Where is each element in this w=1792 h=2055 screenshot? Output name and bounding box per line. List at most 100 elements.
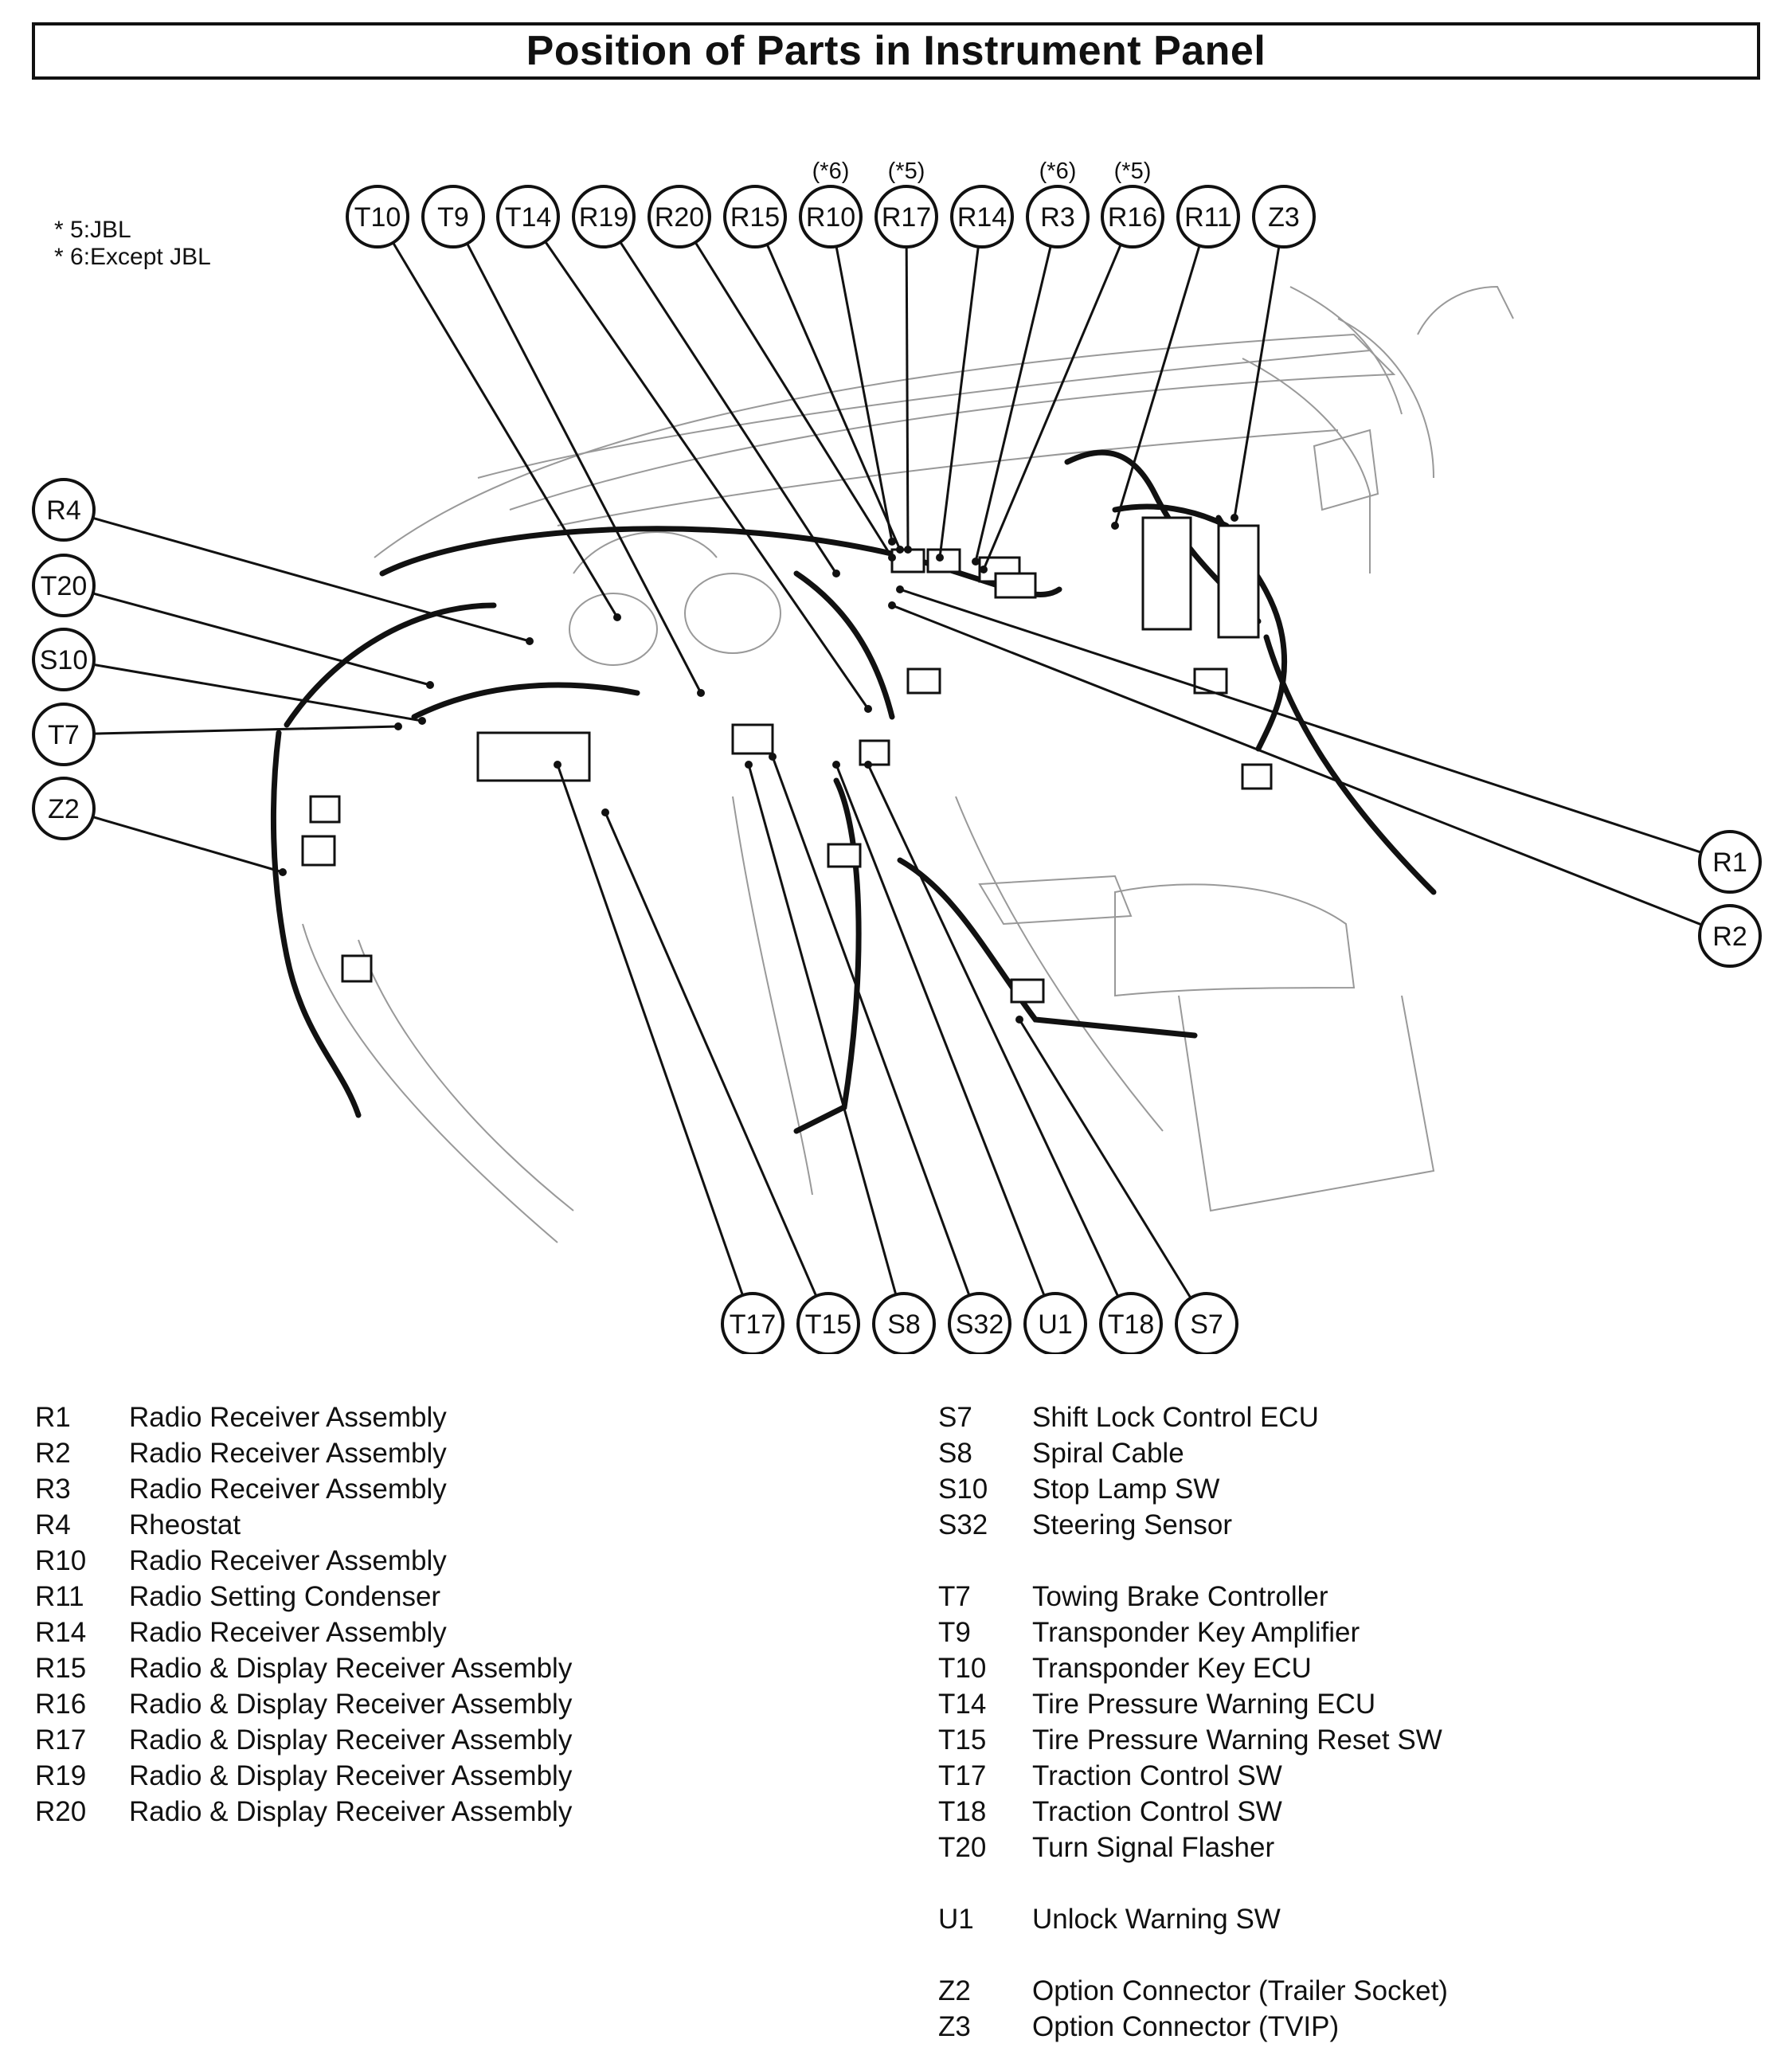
leader-line (556, 764, 744, 1296)
legend-code: T18 (938, 1796, 987, 1827)
callout-t15: T15 (601, 808, 860, 1354)
leader-target-dot (896, 585, 904, 593)
leader-line (938, 246, 980, 558)
callout-t14: T14 (496, 185, 872, 713)
leader-target-dot (864, 705, 872, 713)
leader-line (835, 246, 894, 542)
leader-target-dot (980, 566, 988, 573)
legend-desc: Shift Lock Control ECU (1032, 1402, 1319, 1433)
legend-desc: Transponder Key Amplifier (1032, 1617, 1360, 1648)
callout-label: R20 (655, 202, 704, 233)
legend-code: S7 (938, 1402, 972, 1433)
callout-r20: R20 (648, 185, 896, 562)
leader-target-dot (832, 570, 840, 577)
leader-line (891, 604, 1703, 926)
leader-line (974, 245, 1052, 562)
callout-label: Z2 (48, 794, 80, 824)
legend-desc: Radio Receiver Assembly (129, 1617, 447, 1648)
legend-code: R1 (35, 1402, 71, 1433)
leader-line (1018, 1019, 1192, 1299)
leader-line (92, 592, 431, 687)
legend-row: R1 Radio Receiver Assembly (35, 1399, 572, 1435)
callout-circle (1698, 904, 1762, 968)
callout-circle (32, 703, 96, 766)
legend-code: T17 (938, 1760, 987, 1791)
callout-circle (346, 185, 409, 249)
legend-code: T10 (938, 1653, 987, 1684)
callout-label: S32 (956, 1309, 1004, 1340)
legend-code: Z2 (938, 1975, 971, 2006)
legend-desc: Radio Receiver Assembly (129, 1474, 447, 1505)
legend-code: U1 (938, 1904, 974, 1935)
legend-desc: Radio & Display Receiver Assembly (129, 1796, 573, 1827)
wire-harness (270, 449, 1437, 1134)
callout-label: R11 (1184, 202, 1232, 233)
leader-target-dot (832, 761, 840, 769)
legend-code: R19 (35, 1760, 87, 1791)
legend-code: T20 (938, 1832, 987, 1863)
legend-code: R10 (35, 1545, 87, 1576)
leader-target-dot (864, 761, 872, 769)
leader-line (694, 241, 894, 558)
leader-target-dot (888, 554, 896, 562)
legend-desc: Steering Sensor (1032, 1509, 1232, 1540)
legend-code: R14 (35, 1617, 87, 1648)
callout-variant-label: (*5) (1114, 159, 1152, 184)
callout-t18: T18 (864, 761, 1163, 1354)
legend-desc: Traction Control SW (1032, 1796, 1282, 1827)
leader-target-dot (418, 717, 426, 725)
callout-circle (1099, 1292, 1163, 1354)
legend-row: S7 Shift Lock Control ECU (938, 1399, 1448, 1435)
callout-variant-label: (*6) (1039, 159, 1077, 184)
legend-desc: Towing Brake Controller (1032, 1581, 1328, 1612)
callout-r14: R14 (936, 185, 1014, 562)
callout-label: T9 (437, 202, 469, 233)
callout-circle (799, 185, 863, 249)
callout-t10: T10 (346, 185, 621, 621)
leader-line (982, 244, 1122, 570)
callout-label: S10 (40, 645, 88, 675)
legend-desc: Option Connector (TVIP) (1032, 2011, 1340, 2042)
legend-code: T15 (938, 1724, 987, 1756)
legend-row: T9 Transponder Key Amplifier (938, 1615, 1448, 1650)
leader-line (1233, 246, 1281, 519)
callout-circle (1026, 185, 1090, 249)
callout-label: S7 (1190, 1309, 1223, 1340)
leader-line (899, 588, 1702, 854)
legend-desc: Radio Receiver Assembly (129, 1402, 447, 1433)
note-except-jbl: * 6:Except JBL (54, 244, 211, 270)
leader-line (765, 244, 902, 550)
leader-line (544, 241, 870, 710)
callout-circle (572, 185, 636, 249)
callout-circle (32, 628, 96, 691)
callout-t20: T20 (32, 554, 434, 689)
callout-label: T14 (505, 202, 552, 233)
legend-desc: Traction Control SW (1032, 1760, 1282, 1791)
callout-circle (421, 185, 485, 249)
legend-desc: Rheostat (129, 1509, 241, 1540)
callout-circle (796, 1292, 860, 1354)
leader-target-dot (279, 868, 287, 876)
leader-target-dot (769, 753, 777, 761)
legend-code: R2 (35, 1438, 71, 1469)
callout-circle (723, 185, 787, 249)
callout-t17: T17 (554, 761, 784, 1354)
legend-desc: Radio Receiver Assembly (129, 1545, 447, 1576)
callout-t9: T9 (421, 185, 705, 697)
callout-circle (948, 1292, 1011, 1354)
legend-code: T9 (938, 1617, 971, 1648)
legend-code: R4 (35, 1509, 71, 1540)
variant-notes: * 5:JBL * 6:Except JBL (54, 217, 211, 271)
callout-r1: R1 (896, 585, 1762, 894)
